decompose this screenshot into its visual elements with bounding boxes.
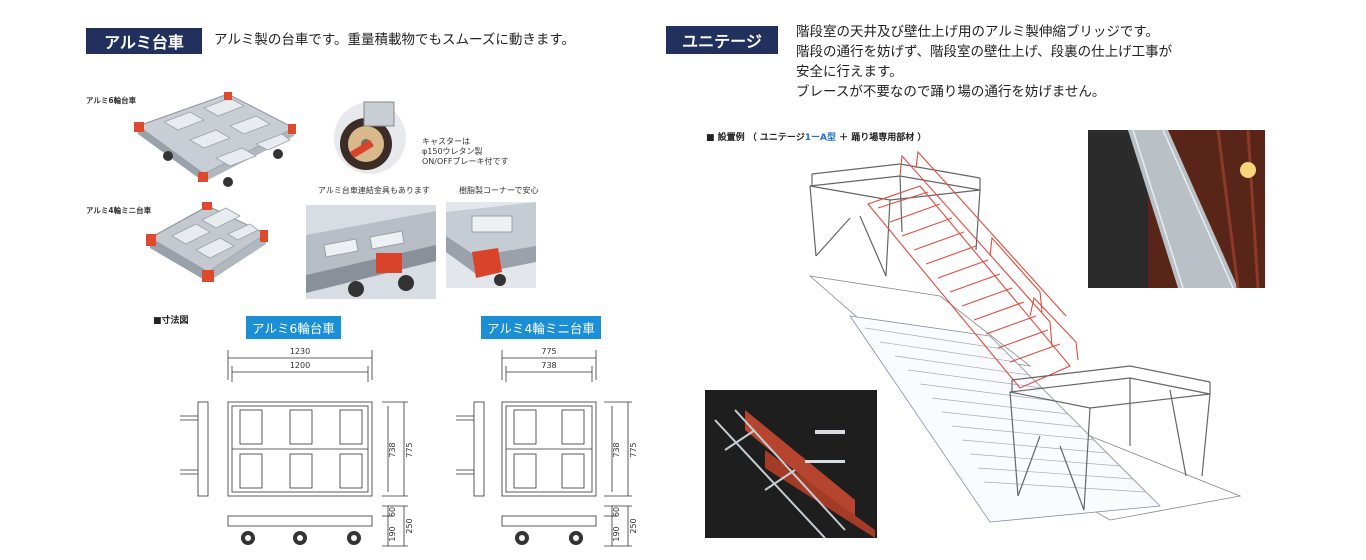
resin-corner-note: 樹脂製コーナーで安心 [459,186,539,195]
dim-6-height-low: 190 [388,526,397,541]
aluminum-cart-description: アルミ製の台車です。重量積載物でもスムーズに動きます。 [214,32,575,48]
dim-4-height-low: 190 [612,526,621,541]
section-badge-aluminum-cart: アルミ台車 [86,28,202,54]
label-6wheel-cart: アルミ6輪台車 [86,96,137,105]
dim-4-height-top: 60 [612,507,621,517]
connector-note: アルミ台車連結金具もあります [318,186,430,195]
drawing-title-4wheel: アルミ4輪ミニ台車 [481,316,601,339]
dimension-title: ■寸法図 [153,316,189,326]
dim-6-height-total: 250 [405,518,414,533]
caster-note: キャスターは φ150ウレタン製 ON/OFFブレーキ付です [422,137,509,166]
connector-photo [306,205,436,299]
section-badge-unitage: ユニテージ [666,26,778,54]
dim-6-depth-outer: 775 [405,442,414,457]
dim-4-height-total: 250 [629,518,638,533]
dim-6-width-outer: 1230 [290,347,310,356]
cart-4wheel-photo [146,202,268,282]
unitage-installation-diagram [808,150,1242,523]
dim-6-height-top: 60 [388,507,397,517]
installation-example-caption: ■ 設置例 （ ユニテージ1ーA型 ＋ 踊り場専用部材 ） [706,133,927,143]
dimension-drawing-6wheel: 1230 1200 738 775 60 190 250 [180,347,414,547]
photo-red-staircase [705,390,877,538]
resin-corner-photo [446,202,536,288]
dim-6-width-inner: 1200 [290,361,310,370]
cart-6wheel-photo [134,92,296,187]
label-4wheel-cart: アルミ4輪ミニ台車 [86,206,152,215]
caster-photo [334,101,406,174]
dim-4-depth-outer: 775 [629,442,638,457]
dimension-drawing-4wheel: 775 738 738 775 60 190 250 [456,347,638,547]
photo-bridge-stairwell [1088,130,1265,288]
drawing-title-6wheel: アルミ6輪台車 [246,316,341,339]
unitage-description: 階段室の天井及び壁仕上げ用のアルミ製伸縮ブリッジです。 階段の通行を妨げず、階段… [796,24,1173,100]
dim-4-width-inner: 738 [541,361,556,370]
dim-4-depth-inner: 738 [612,442,621,457]
dim-6-depth-inner: 738 [388,442,397,457]
dim-4-width-outer: 775 [541,347,556,356]
